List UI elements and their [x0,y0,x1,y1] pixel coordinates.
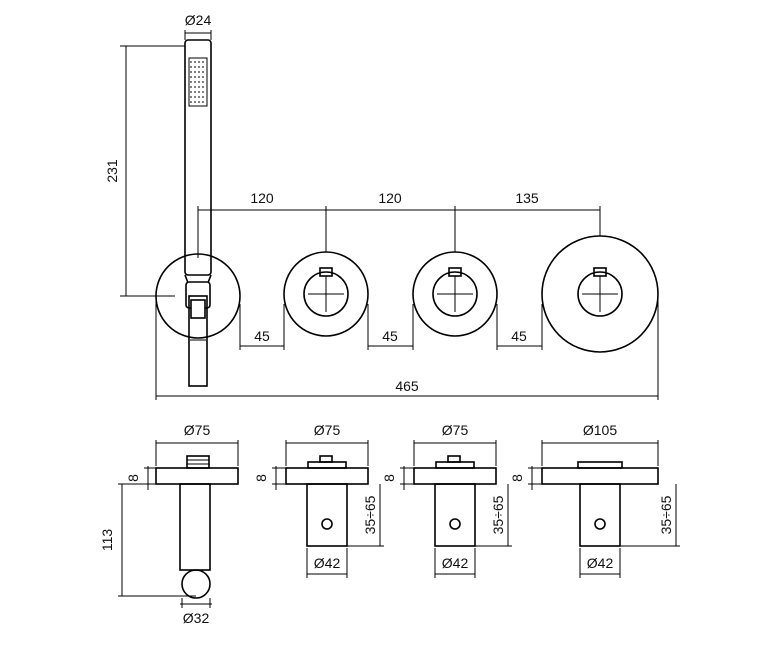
spacing-label-3: 135 [515,190,539,206]
mixer2-plate-diameter-label: Ø75 [442,422,469,438]
overall-width-label: 465 [395,378,419,394]
gap-label-3: 45 [511,328,527,344]
mixer2-plate-thickness-label: 8 [381,474,397,482]
holder-plate-thickness-label: 8 [125,474,141,482]
spacing-label-2: 120 [378,190,402,206]
side-view-mixer-2: Ø75 8 35÷65 Ø42 [381,422,512,578]
spray-holes-pattern [190,61,206,103]
thermostat-plate-thickness-label: 8 [509,474,525,482]
thermostat-body-diameter-label: Ø42 [587,555,614,571]
side-view-mixer-1: Ø75 8 35÷65 Ø42 [253,422,384,578]
gap-label-1: 45 [254,328,270,344]
mixer1-depth-range-label: 35÷65 [362,495,378,534]
thermostat-plate-diameter-label: Ø105 [583,422,617,438]
holder-height-label: 113 [99,529,115,552]
mixer-knob-1 [283,251,369,337]
handshower-holder-plate [155,253,241,387]
handshower-height-label: 231 [104,159,120,183]
dim-overall-width: 465 [155,300,659,400]
side-view-thermostat: Ø105 8 35÷65 Ø42 [509,422,680,578]
front-view: Ø24 231 120 120 135 45 [104,12,659,400]
mixer-knob-2 [412,251,498,337]
mixer2-depth-range-label: 35÷65 [490,495,506,534]
gap-label-2: 45 [382,328,398,344]
mixer2-body-diameter-label: Ø42 [442,555,469,571]
dim-handshower-diameter: Ø24 [184,12,212,40]
dim-center-spacing: 120 120 135 [197,190,601,258]
spacing-label-1: 120 [250,190,274,206]
mixer1-body-diameter-label: Ø42 [314,555,341,571]
dim-gaps: 45 45 45 [239,304,543,350]
dim-handshower-height: 231 [104,45,185,297]
mixer1-plate-thickness-label: 8 [253,474,269,482]
side-view-holder: Ø75 8 113 Ø32 [99,422,239,626]
thermostat-depth-range-label: 35÷65 [658,495,674,534]
holder-plate-diameter-label: Ø75 [184,422,211,438]
outlet-diameter-label: Ø32 [183,610,210,626]
mixer1-plate-diameter-label: Ø75 [314,422,341,438]
thermostat-knob [541,235,659,353]
handshower-diameter-label: Ø24 [185,12,212,28]
